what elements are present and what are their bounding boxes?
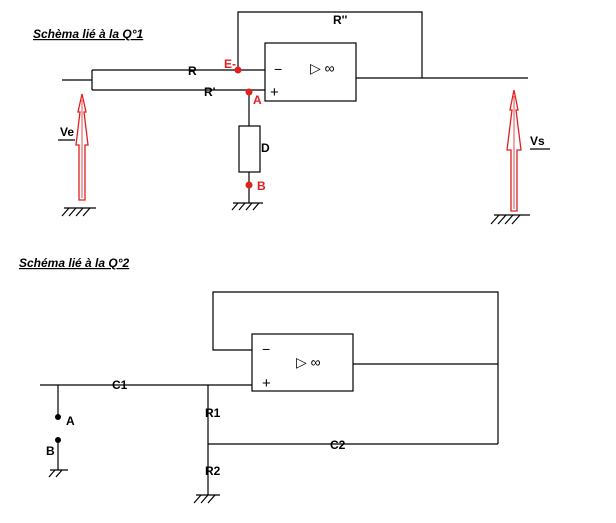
label-c1: C1 (112, 378, 128, 392)
label-e-minus: E- (224, 57, 236, 71)
label-r2: R2 (205, 464, 221, 478)
label-b-2: B (46, 444, 55, 458)
label-r1: R1 (205, 406, 221, 420)
schema-2: Schéma lié à la Q°2 − + ▷ ∞ (19, 256, 499, 504)
ground-symbol-r2 (193, 494, 220, 504)
ve-voltage-arrow (75, 93, 89, 201)
feedback-loop-wire (212, 291, 499, 444)
label-vs: Vs (530, 134, 545, 148)
ground-symbol-ve (61, 207, 96, 217)
opamp-1-plus: + (270, 84, 279, 101)
resistor-d (238, 125, 261, 173)
label-b: B (257, 179, 266, 193)
label-ve: Ve (60, 125, 74, 139)
vs-voltage-arrow (506, 89, 522, 212)
label-r: R (188, 64, 197, 78)
schema-1-title: Schèma lié à la Q°1 (33, 27, 144, 41)
node-a-2 (55, 414, 61, 420)
opamp-1-gain-symbol: ▷ ∞ (310, 60, 335, 76)
label-c2: C2 (330, 438, 346, 452)
label-a-2: A (66, 414, 75, 428)
label-r-prime: R' (204, 85, 216, 99)
schema-1: Schèma lié à la Q°1 − + ▷ ∞ (33, 11, 550, 225)
opamp-2-plus: + (262, 375, 271, 392)
ground-symbol-b (231, 202, 263, 211)
label-a: A (253, 93, 262, 107)
ground-symbol-ab (48, 469, 68, 478)
opamp-1 (264, 42, 357, 102)
opamp-2-minus: − (262, 341, 270, 357)
opamp-2 (251, 333, 354, 392)
node-a (245, 88, 253, 96)
node-e-minus (234, 66, 242, 74)
r-double-feedback-wire (237, 11, 423, 78)
label-d: D (261, 141, 270, 155)
schema-2-title: Schéma lié à la Q°2 (19, 256, 130, 270)
label-r-double: R'' (333, 13, 348, 27)
opamp-2-gain-symbol: ▷ ∞ (296, 354, 321, 370)
node-b (245, 181, 253, 189)
opamp-1-minus: − (274, 61, 282, 77)
ground-symbol-vs (490, 214, 530, 225)
